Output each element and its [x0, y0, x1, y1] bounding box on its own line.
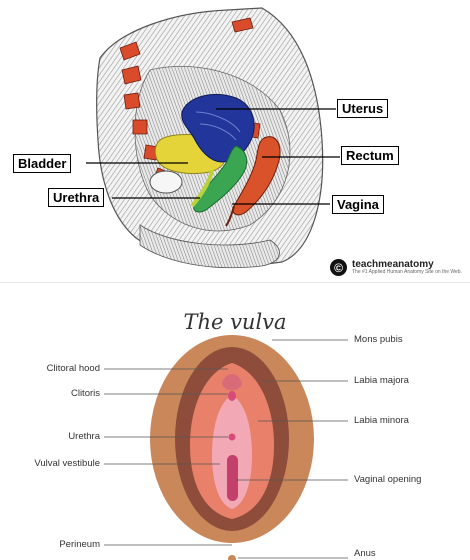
label-bladder: Bladder [13, 154, 71, 173]
copyright-logo-icon: © [330, 259, 347, 276]
label-labia-minora: Labia minora [354, 415, 409, 426]
label-clitoral-hood: Clitoral hood [32, 363, 100, 374]
label-vaginal-opening: Vaginal opening [354, 474, 421, 485]
sagittal-pelvis-illustration [0, 0, 470, 282]
brand-watermark: © teachmeanatomy The #1 Applied Human An… [330, 259, 462, 276]
label-vulval-vestibule: Vulval vestibule [12, 458, 100, 469]
brand-name: teachmeanatomy [352, 260, 462, 269]
vulva-panel: The vulva Clit [0, 283, 470, 560]
label-clitoris: Clitoris [32, 388, 100, 399]
label-vagina: Vagina [332, 195, 384, 214]
clitoris-shape [228, 391, 236, 401]
urethra-shape [229, 434, 236, 441]
label-labia-majora: Labia majora [354, 375, 409, 386]
label-perineum: Perineum [32, 539, 100, 550]
anus-shape [228, 555, 236, 560]
sagittal-pelvis-panel: Uterus Bladder Rectum Urethra Vagina © t… [0, 0, 470, 282]
label-uterus: Uterus [337, 99, 388, 118]
label-rectum: Rectum [341, 146, 399, 165]
label-urethra-vulva: Urethra [32, 431, 100, 442]
label-anus: Anus [354, 548, 376, 559]
vaginal-opening-shape [227, 455, 238, 501]
brand-tagline: The #1 Applied Human Anatomy Site on the… [352, 269, 462, 276]
label-urethra: Urethra [48, 188, 104, 207]
label-mons-pubis: Mons pubis [354, 334, 403, 345]
